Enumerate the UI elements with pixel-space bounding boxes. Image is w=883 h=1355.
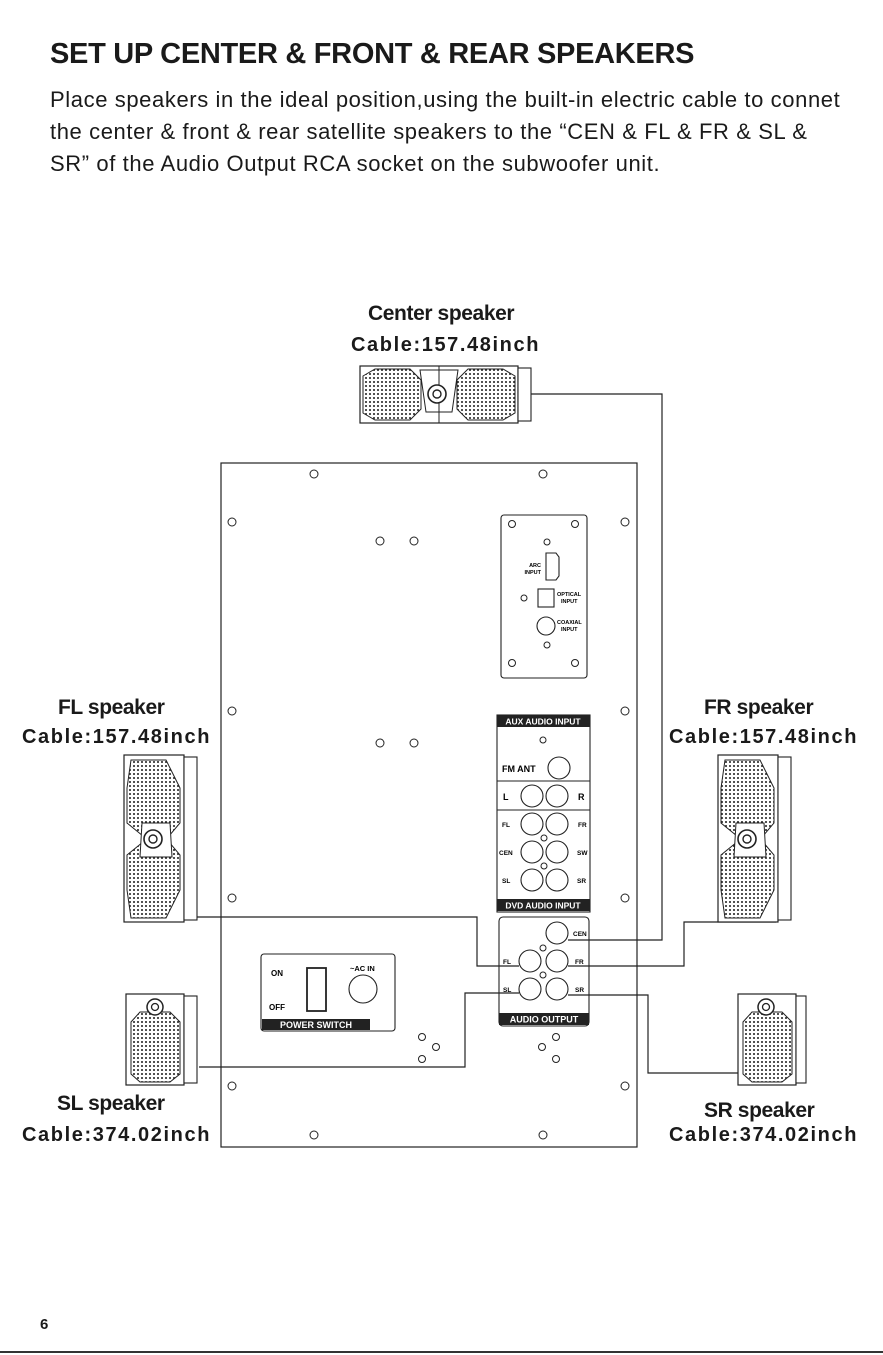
sl-speaker-name: SL speaker: [57, 1092, 165, 1115]
sl-speaker: [125, 993, 198, 1086]
fl-speaker-name: FL speaker: [58, 696, 165, 719]
sl-speaker-cable: Cable:374.02inch: [22, 1124, 212, 1146]
aux-dvd-input-module: AUX AUDIO INPUT FM ANT L R FL FR CEN SW …: [496, 714, 591, 913]
dvd-sr-label: SR: [577, 878, 586, 885]
dvd-fr-jack[interactable]: [545, 812, 569, 836]
optical-label-2: INPUT: [561, 599, 578, 605]
dvd-sr-jack[interactable]: [545, 868, 569, 892]
dvd-sw-label: SW: [577, 850, 588, 857]
center-speaker-cable: Cable:157.48inch: [351, 334, 541, 356]
power-switch-module: ON OFF ~AC IN POWER SWITCH: [260, 953, 396, 1032]
arc-label-1: ARC: [529, 563, 541, 569]
dvd-fr-label: FR: [578, 822, 587, 829]
cable-sr: [568, 994, 738, 1074]
fm-ant-jack[interactable]: [547, 756, 571, 780]
panel-screw-holes: [227, 469, 630, 1140]
out-sr-label: SR: [575, 987, 584, 994]
aux-l-label: L: [503, 792, 509, 802]
out-cen-label: CEN: [573, 931, 587, 938]
power-switch-rocker[interactable]: [306, 967, 327, 1012]
aux-r-jack[interactable]: [545, 784, 569, 808]
sr-speaker-name: SR speaker: [704, 1099, 815, 1122]
out-sl-jack[interactable]: [518, 977, 542, 1001]
digital-input-module: ARC INPUT OPTICAL INPUT COAXIAL INPUT: [500, 514, 588, 679]
out-fr-label: FR: [575, 959, 584, 966]
out-fr-jack[interactable]: [545, 949, 569, 973]
aux-l-jack[interactable]: [520, 784, 544, 808]
optical-label-1: OPTICAL: [557, 592, 582, 598]
arc-label-2: INPUT: [525, 570, 542, 576]
dvd-audio-input-label: DVD AUDIO INPUT: [505, 901, 581, 911]
out-cen-jack[interactable]: [545, 921, 569, 945]
ac-in-label: ~AC IN: [350, 964, 375, 973]
center-speaker-name: Center speaker: [368, 302, 515, 325]
switch-on-label: ON: [271, 969, 283, 978]
dvd-fl-jack[interactable]: [520, 812, 544, 836]
switch-off-label: OFF: [269, 1003, 285, 1012]
fl-speaker-cable: Cable:157.48inch: [22, 726, 212, 748]
fr-speaker: [717, 754, 792, 923]
fl-speaker: [123, 754, 198, 923]
coaxial-label-2: INPUT: [561, 627, 578, 633]
bottom-rule: [0, 1351, 883, 1353]
out-fl-label: FL: [503, 959, 511, 966]
audio-output-module: CEN FL FR SL SR AUDIO OUTPUT: [498, 916, 590, 1027]
dvd-sl-label: SL: [502, 878, 510, 885]
out-fl-jack[interactable]: [518, 949, 542, 973]
cable-fl: [184, 916, 519, 967]
coaxial-label-1: COAXIAL: [557, 620, 582, 626]
sr-speaker-cable: Cable:374.02inch: [669, 1124, 859, 1146]
aux-audio-input-label: AUX AUDIO INPUT: [505, 717, 581, 727]
aux-r-label: R: [578, 792, 585, 802]
cable-center: [531, 393, 663, 941]
page-number: 6: [40, 1316, 49, 1333]
intro-paragraph: Place speakers in the ideal position,usi…: [50, 87, 841, 176]
out-sr-jack[interactable]: [545, 977, 569, 1001]
ac-in-socket[interactable]: [348, 974, 378, 1004]
dvd-cen-jack[interactable]: [520, 840, 544, 864]
dvd-sw-jack[interactable]: [545, 840, 569, 864]
fr-speaker-cable: Cable:157.48inch: [669, 726, 859, 748]
arc-hdmi-port[interactable]: [545, 552, 560, 581]
center-speaker: [359, 365, 532, 424]
audio-output-label: AUDIO OUTPUT: [510, 1015, 579, 1025]
dvd-fl-label: FL: [502, 822, 510, 829]
dvd-sl-jack[interactable]: [520, 868, 544, 892]
page-title: SET UP CENTER & FRONT & REAR SPEAKERS: [50, 38, 695, 70]
power-switch-label: POWER SWITCH: [280, 1020, 352, 1030]
dvd-cen-label: CEN: [499, 850, 513, 857]
fm-ant-label: FM ANT: [502, 764, 536, 774]
optical-port[interactable]: [537, 588, 555, 608]
fr-speaker-name: FR speaker: [704, 696, 814, 719]
coaxial-port[interactable]: [536, 616, 556, 636]
sr-speaker: [737, 993, 807, 1086]
cable-sl: [199, 992, 519, 1068]
out-sl-label: SL: [503, 987, 511, 994]
